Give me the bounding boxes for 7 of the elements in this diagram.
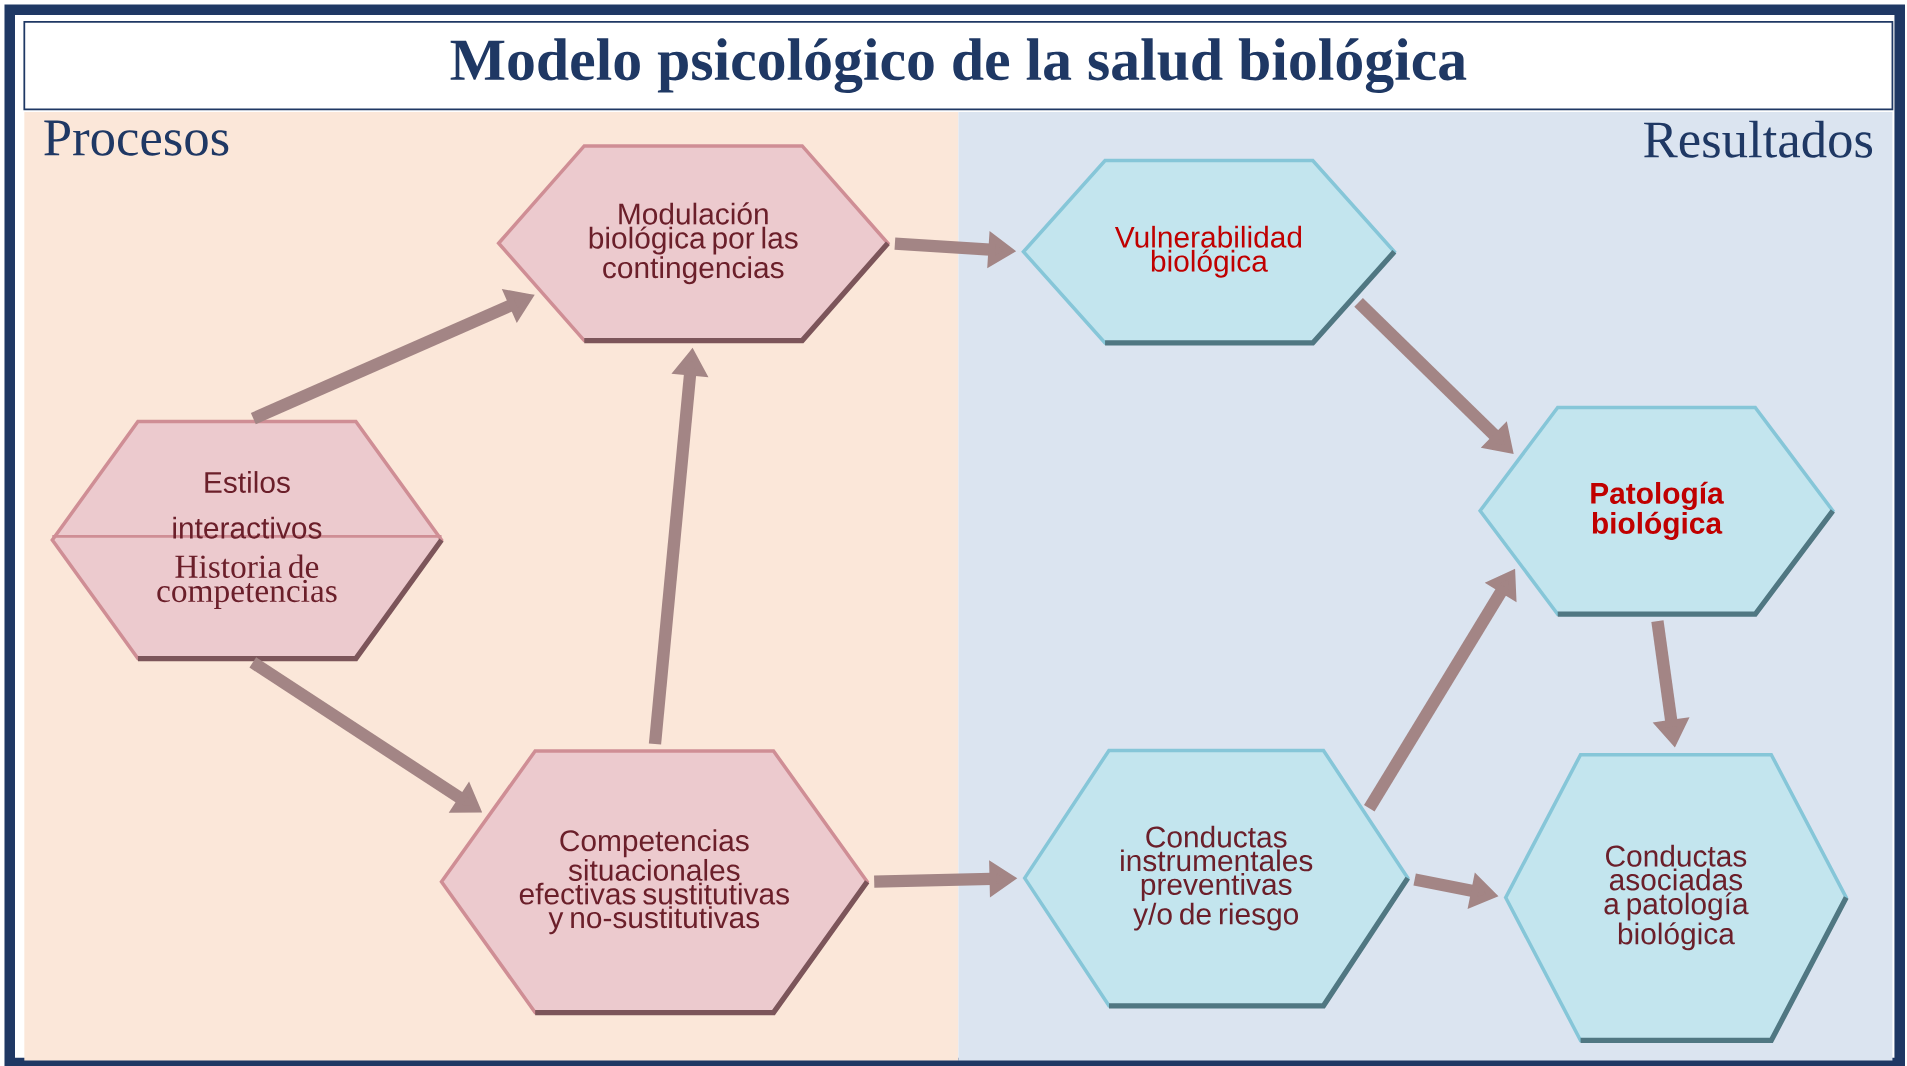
hexagon: Vulnerabilidad biológica	[1021, 158, 1397, 346]
title-box: Modelo psicológico de la salud biológica	[23, 21, 1894, 111]
hexagon: Conductas asociadas a patología biológica	[1503, 752, 1849, 1044]
hexagon: Competencias situacionales efectivas sustitutivas y no-sustitutivas	[439, 749, 870, 1016]
hexagon: Conductas instrumentales preventivas y/o de riesgo	[1022, 748, 1410, 1009]
hexagon: Estilos interactivos Historia de competencias	[50, 419, 444, 662]
hexagon: Modulación biológica por las contingencias	[496, 144, 891, 344]
